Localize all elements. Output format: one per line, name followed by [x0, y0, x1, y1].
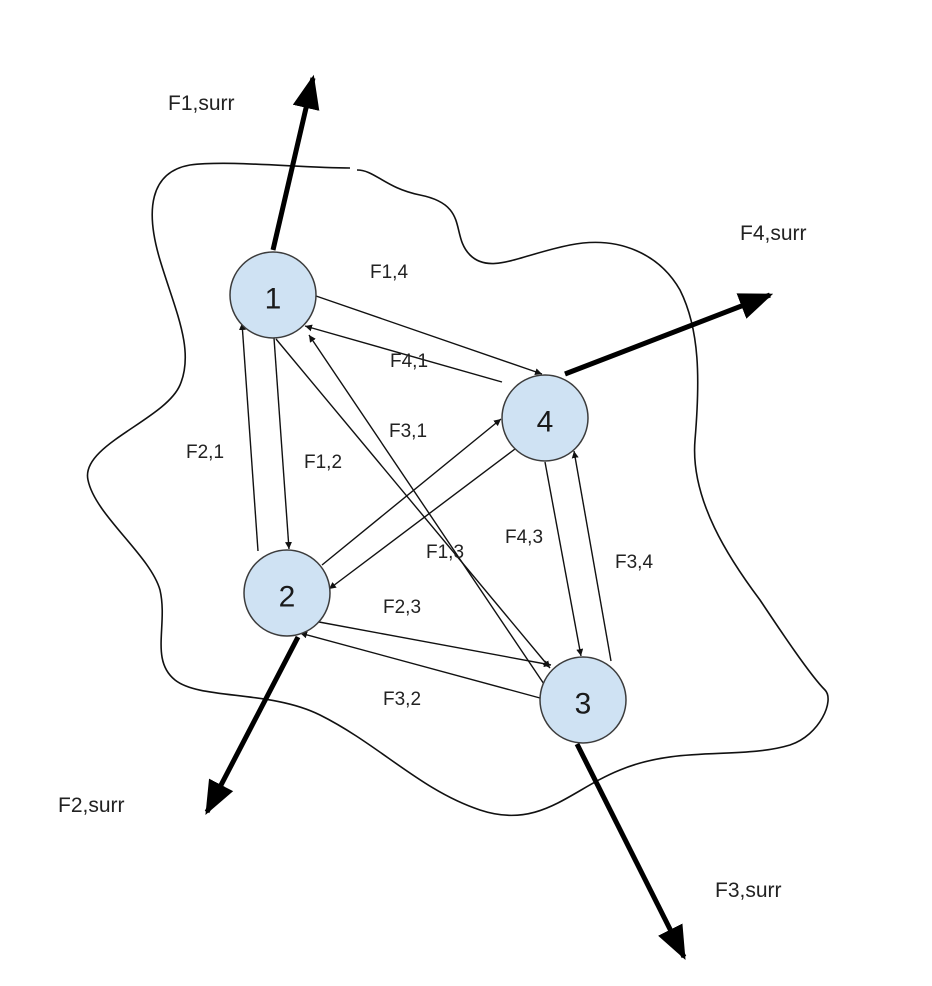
node-circle: [229, 251, 317, 339]
label-f1-surr: F1,surr: [168, 92, 235, 115]
node-3: 3: [539, 656, 627, 744]
node-4: 4: [501, 374, 589, 462]
node-circle: [501, 374, 589, 462]
force-arrow-1-3: [275, 338, 551, 669]
label-f1-4: F1,4: [370, 262, 408, 283]
force-arrow-2-1: [238, 322, 259, 552]
node-2: 2: [243, 549, 331, 637]
label-f2-3: F2,3: [383, 597, 421, 618]
force-arrow-1-4: [315, 295, 543, 376]
label-f2-1: F2,1: [186, 442, 224, 463]
node-circle: [243, 549, 331, 637]
force-arrow-1-2: [273, 337, 292, 550]
node-circle: [539, 656, 627, 744]
label-f4-3: F4,3: [505, 527, 543, 548]
force-arrow-3-2: [299, 631, 541, 699]
label-f3-2: F3,2: [383, 689, 421, 710]
node-label: 2: [279, 581, 296, 614]
label-f1-3: F1,3: [426, 542, 464, 563]
label-f2-surr: F2,surr: [58, 794, 125, 817]
system-boundary: [86, 162, 829, 817]
force-arrow-3-4: [571, 450, 612, 662]
nodes-layer: 1 2 3 4: [229, 251, 627, 744]
node-1: 1: [229, 251, 317, 339]
label-f3-4: F3,4: [615, 552, 653, 573]
force-arrow-2-3: [318, 621, 552, 668]
force-arrow-4-1: [304, 324, 503, 383]
force-arrow-4-2: [328, 448, 516, 590]
force-arrow-4-3: [544, 461, 584, 657]
label-f3-1: F3,1: [389, 421, 427, 442]
surroundings-force-arrow-1: [270, 74, 320, 251]
force-arrow-3-1: [308, 334, 549, 691]
node-label: 4: [537, 406, 554, 439]
label-f3-surr: F3,surr: [715, 879, 782, 902]
force-arrow-2-4: [321, 418, 502, 566]
label-f4-surr: F4,surr: [740, 222, 807, 245]
external-forces-layer: [204, 74, 774, 961]
surroundings-force-arrow-3: [574, 742, 687, 961]
label-f1-2: F1,2: [304, 452, 342, 473]
internal-forces-layer: [238, 295, 612, 699]
node-label: 3: [575, 688, 592, 721]
surroundings-force-arrow-4: [564, 292, 774, 377]
node-label: 1: [265, 283, 282, 316]
surroundings-force-arrow-2: [204, 635, 301, 816]
label-f4-1: F4,1: [390, 351, 428, 372]
